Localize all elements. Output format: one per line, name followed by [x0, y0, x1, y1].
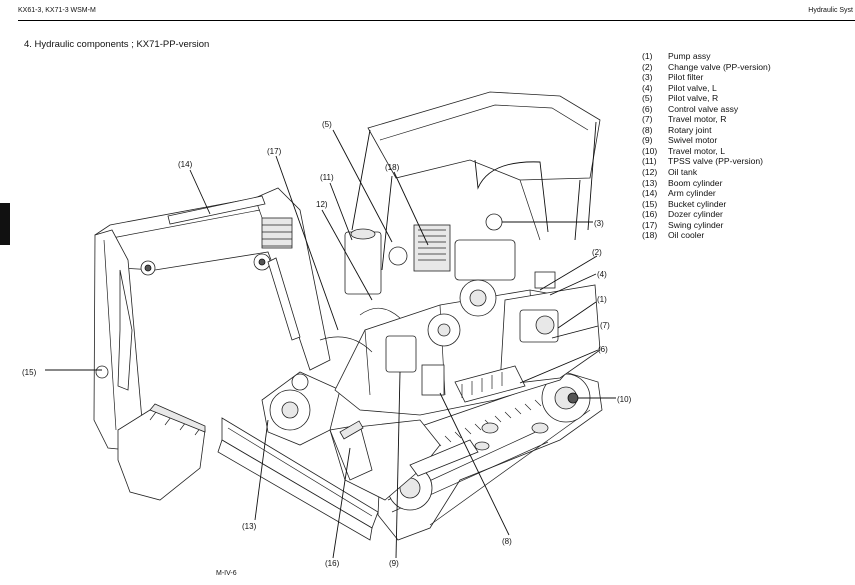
legend-number: (15) [642, 198, 658, 209]
legend-item: (14) Arm cylinder [642, 188, 771, 199]
legend-number: (13) [642, 177, 658, 188]
legend-text: Travel motor, R [668, 114, 727, 125]
legend-number: (5) [642, 93, 653, 104]
legend-item: (10) Travel motor, L [642, 146, 771, 157]
section-tab-marker [0, 203, 10, 245]
legend-item: (9) Swivel motor [642, 135, 771, 146]
legend-number: (16) [642, 209, 658, 220]
section-title: 4. Hydraulic components ; KX71-PP-versio… [24, 39, 210, 50]
legend-text: Rotary joint [668, 124, 712, 135]
legend-item: (6) Control valve assy [642, 104, 771, 115]
component-legend: (1) Pump assy (2) Change valve (PP-version… [642, 51, 771, 241]
callout-6: (6) [598, 345, 608, 354]
legend-text: Arm cylinder [668, 188, 716, 199]
callout-12: 12) [316, 200, 328, 209]
legend-number: (7) [642, 114, 653, 125]
legend-number: (3) [642, 72, 653, 83]
callout-18: (18) [385, 163, 400, 172]
callout-4: (4) [597, 270, 607, 279]
legend-item: (1) Pump assy [642, 51, 771, 62]
callout-13: (13) [242, 522, 257, 531]
callout-7: (7) [600, 321, 610, 330]
callout-labels: (1) (2) (3) (4) (5) (6) (7) (8) (9) (10)… [22, 120, 632, 568]
legend-text: Oil cooler [668, 230, 705, 241]
legend-number: (8) [642, 124, 653, 135]
undercarriage [261, 371, 603, 541]
legend-text: Pilot valve, L [668, 82, 717, 93]
boom [94, 187, 331, 391]
header-rule [18, 20, 855, 21]
legend-number: (12) [642, 167, 658, 178]
legend-number: (17) [642, 219, 658, 230]
legend-item: (3) Pilot filter [642, 72, 771, 83]
legend-item: (5) Pilot valve, R [642, 93, 771, 104]
callout-3: (3) [594, 219, 604, 228]
legend-item: (8) Rotary joint [642, 125, 771, 136]
chapter-title: Hydraulic Syst [808, 7, 853, 14]
legend-number: (10) [642, 145, 658, 156]
legend-text: Swivel motor [668, 135, 718, 146]
legend-text: Pump assy [668, 51, 711, 61]
callout-14: (14) [178, 160, 193, 169]
legend-text: Oil tank [668, 167, 698, 178]
legend-text: Pilot filter [668, 72, 704, 83]
legend-item: (13) Boom cylinder [642, 178, 771, 189]
legend-text: TPSS valve (PP-version) [668, 156, 764, 167]
legend-text: Swing cylinder [668, 219, 724, 230]
legend-item: (12) Oil tank [642, 167, 771, 178]
legend-text: Control valve assy [668, 103, 739, 114]
legend-text: Pilot valve, R [668, 93, 719, 104]
callout-9: (9) [389, 559, 399, 568]
legend-number: (9) [642, 135, 653, 146]
legend-item: (18) Oil cooler [642, 230, 771, 241]
callout-8: (8) [502, 537, 512, 546]
legend-item: (11) TPSS valve (PP-version) [642, 156, 771, 167]
legend-text: Dozer cylinder [668, 209, 723, 220]
callout-1: (1) [597, 295, 607, 304]
arm-and-bucket [93, 229, 206, 501]
legend-text: Boom cylinder [668, 177, 723, 188]
legend-number: (2) [642, 61, 653, 72]
dozer-blade [217, 417, 379, 541]
page-number: M-IV-6 [216, 570, 237, 577]
hydraulic-components [319, 213, 559, 477]
manual-code: KX61-3, KX71-3 WSM-M [18, 7, 96, 14]
legend-text: Change valve (PP-version) [668, 61, 771, 72]
legend-number: (18) [642, 230, 658, 241]
legend-item: (15) Bucket cylinder [642, 199, 771, 210]
legend-number: (6) [642, 103, 653, 114]
callout-17: (17) [267, 147, 282, 156]
callout-5: (5) [322, 120, 332, 129]
canopy [351, 91, 601, 271]
callout-15: (15) [22, 368, 37, 377]
legend-item: (17) Swing cylinder [642, 220, 771, 231]
legend-number: (11) [642, 156, 657, 167]
legend-item: (7) Travel motor, R [642, 114, 771, 125]
callout-16: (16) [325, 559, 340, 568]
legend-text: Bucket cylinder [668, 198, 727, 209]
legend-number: (14) [642, 188, 658, 199]
leader-lines [45, 129, 616, 559]
legend-item: (2) Change valve (PP-version) [642, 62, 771, 73]
legend-item: (4) Pilot valve, L [642, 83, 771, 94]
legend-text: Travel motor, L [668, 145, 725, 156]
callout-10: (10) [617, 395, 632, 404]
callout-2: (2) [592, 248, 602, 257]
legend-item: (16) Dozer cylinder [642, 209, 771, 220]
legend-number: (4) [642, 82, 653, 93]
legend-number: (1) [642, 51, 653, 61]
callout-11: (11) [320, 173, 334, 182]
